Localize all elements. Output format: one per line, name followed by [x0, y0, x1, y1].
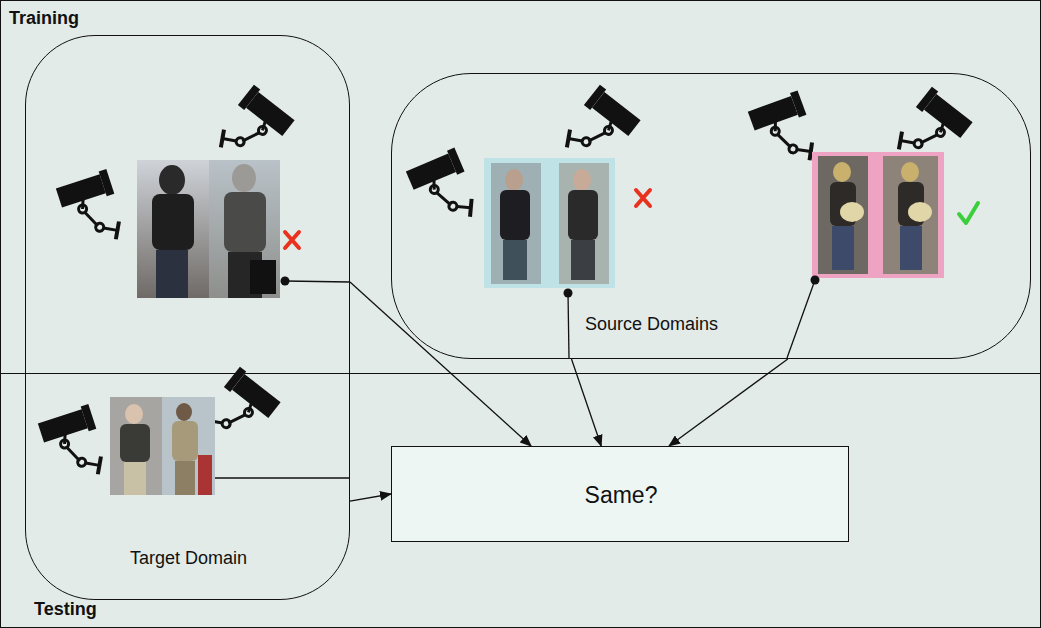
section-heading: Training — [9, 8, 79, 29]
band: TrainingSource Domains — [0, 0, 1041, 374]
node-label: Target Domain — [130, 548, 247, 569]
domain-region: Target Domain — [25, 35, 350, 600]
section-heading: Testing — [34, 599, 97, 620]
node-label: Same? — [585, 482, 658, 508]
band: Testing Same? — [0, 373, 1041, 628]
arrow-connector — [350, 282, 531, 446]
arrow-connector — [350, 494, 391, 501]
domain-region: Source Domains — [391, 73, 1031, 359]
decision-box: Same? — [391, 446, 849, 542]
node-label: Source Domains — [585, 314, 718, 335]
